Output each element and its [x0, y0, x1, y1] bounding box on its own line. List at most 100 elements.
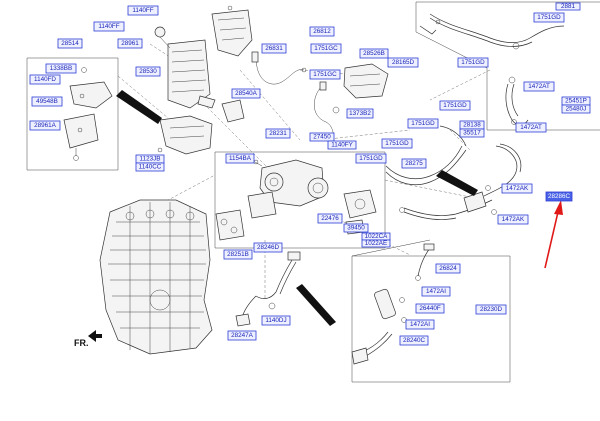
svg-text:28230D: 28230D: [480, 306, 503, 313]
svg-text:26440F: 26440F: [419, 305, 441, 312]
part-label-1472ak[interactable]: 1472AK: [501, 183, 533, 194]
part-label-1140cc[interactable]: 1140CC: [135, 162, 165, 172]
part-label-28961a[interactable]: 28961A: [29, 120, 61, 131]
part-label-1140fd[interactable]: 1140FD: [29, 74, 61, 85]
svg-text:1751GC: 1751GC: [313, 71, 337, 78]
part-label-28514[interactable]: 28514: [57, 38, 83, 49]
svg-text:1751GD: 1751GD: [411, 120, 435, 127]
part-label-28246d[interactable]: 28246D: [253, 242, 283, 253]
svg-text:1373B2: 1373B2: [349, 110, 371, 117]
part-label-35517[interactable]: 35517: [459, 128, 485, 138]
part-label-1751gc[interactable]: 1751GC: [309, 69, 341, 80]
svg-text:28526B: 28526B: [363, 50, 385, 57]
part-label-25480j[interactable]: 25480J: [561, 104, 591, 114]
part-label-1472ai[interactable]: 1472AI: [421, 286, 451, 297]
part-label-1751gd[interactable]: 1751GD: [533, 12, 565, 23]
part-label-26824[interactable]: 26824: [435, 263, 461, 274]
svg-text:1140CC: 1140CC: [139, 164, 162, 171]
part-label-1154ba[interactable]: 1154BA: [225, 153, 255, 164]
part-label-1751gd[interactable]: 1751GD: [457, 57, 489, 68]
part-label-1140fy[interactable]: 1140FY: [327, 140, 357, 150]
part-label-26812[interactable]: 26812: [309, 26, 335, 37]
svg-text:1751GD: 1751GD: [537, 14, 561, 21]
part-label-selected[interactable]: 28286C: [545, 191, 573, 202]
svg-text:49548B: 49548B: [36, 98, 58, 105]
svg-text:28246D: 28246D: [257, 244, 280, 251]
part-label-1338bb[interactable]: 1338BB: [45, 63, 77, 74]
part-label-39450[interactable]: 39450: [343, 223, 369, 233]
svg-text:28540A: 28540A: [235, 90, 258, 97]
part-label-26831[interactable]: 26831: [261, 43, 287, 54]
svg-text:1140FY: 1140FY: [331, 142, 353, 149]
part-label-22476[interactable]: 22476: [317, 213, 343, 224]
turbocharger: [247, 157, 377, 219]
svg-text:2881: 2881: [561, 3, 576, 10]
svg-text:28138: 28138: [463, 122, 481, 129]
part-label-1140dj[interactable]: 1140DJ: [261, 315, 291, 326]
svg-text:25480J: 25480J: [566, 106, 587, 113]
part-label-1373b2[interactable]: 1373B2: [346, 108, 374, 119]
coolant-pipes: [419, 13, 565, 126]
svg-text:26824: 26824: [439, 265, 457, 272]
front-direction-marker: FR.: [74, 330, 102, 348]
svg-text:26831: 26831: [265, 45, 283, 52]
svg-text:1751GD: 1751GD: [461, 59, 485, 66]
part-label-28530[interactable]: 28530: [135, 66, 161, 77]
part-labels: 1140FF 1140FF 28514 28961 28530 1338BB 1…: [29, 2, 591, 346]
svg-text:1472AI: 1472AI: [426, 288, 446, 295]
svg-text:26812: 26812: [313, 28, 331, 35]
part-label-27450[interactable]: 27450: [309, 132, 335, 142]
svg-text:28251B: 28251B: [227, 251, 249, 258]
part-label-28165d[interactable]: 28165D: [387, 57, 419, 68]
svg-text:27450: 27450: [313, 134, 331, 141]
part-label-28251b[interactable]: 28251B: [223, 249, 253, 260]
svg-text:22476: 22476: [321, 215, 339, 222]
part-label-25451p[interactable]: 25451P: [561, 96, 591, 106]
red-highlight-arrow: [544, 200, 563, 269]
fr-label: FR.: [74, 338, 89, 348]
svg-text:1751GC: 1751GC: [314, 45, 338, 52]
svg-text:28961: 28961: [121, 40, 139, 47]
part-label-49548b[interactable]: 49548B: [31, 96, 63, 107]
part-label-1140ff[interactable]: 1140FF: [127, 5, 159, 16]
part-label-1751gd[interactable]: 1751GD: [381, 138, 413, 149]
part-label-1123jb[interactable]: 1123JB: [135, 154, 165, 164]
part-label-28275[interactable]: 28275: [401, 158, 427, 169]
black-pointer-arrows: [116, 90, 478, 326]
svg-text:28165D: 28165D: [392, 59, 415, 66]
part-label-1751gd[interactable]: 1751GD: [439, 100, 471, 111]
oil-return-parts: [351, 243, 435, 365]
svg-text:1022CA: 1022CA: [365, 233, 389, 240]
svg-text:1022AE: 1022AE: [365, 240, 387, 247]
svg-text:28231: 28231: [269, 130, 287, 137]
engine-block: [99, 199, 213, 355]
part-label-1751gc[interactable]: 1751GC: [310, 43, 342, 54]
part-label-1140ff[interactable]: 1140FF: [93, 21, 125, 32]
part-label-28540a[interactable]: 28540A: [231, 88, 261, 99]
svg-text:1751GD: 1751GD: [385, 140, 409, 147]
part-label-28526b[interactable]: 28526B: [359, 48, 389, 59]
svg-text:1154BA: 1154BA: [229, 155, 252, 162]
svg-text:35517: 35517: [463, 130, 481, 137]
svg-text:1140FD: 1140FD: [34, 76, 56, 83]
part-label-1472at[interactable]: 1472AT: [515, 122, 547, 133]
part-label-28231[interactable]: 28231: [265, 128, 291, 139]
part-label-2881[interactable]: 2881: [555, 2, 581, 11]
part-label-1472ai[interactable]: 1472AI: [405, 319, 435, 330]
svg-text:1472AT: 1472AT: [528, 83, 550, 90]
part-label-28240c[interactable]: 28240C: [399, 335, 429, 346]
part-label-1751gd[interactable]: 1751GD: [407, 118, 439, 129]
part-label-1751gd[interactable]: 1751GD: [355, 153, 387, 164]
part-label-28138[interactable]: 28138: [459, 120, 485, 130]
manifold-shield: [343, 63, 389, 99]
part-label-1022ca[interactable]: 1022CA: [361, 232, 391, 241]
part-label-1022ae[interactable]: 1022AE: [361, 239, 391, 248]
svg-text:1123JB: 1123JB: [140, 156, 161, 163]
part-label-28247a[interactable]: 28247A: [227, 330, 257, 341]
part-label-26440f[interactable]: 26440F: [415, 303, 445, 314]
part-label-28230d[interactable]: 28230D: [475, 304, 507, 315]
left-brackets: [63, 67, 113, 161]
part-label-1472at[interactable]: 1472AT: [523, 81, 555, 92]
part-label-1472ak[interactable]: 1472AK: [497, 214, 529, 225]
part-label-28961[interactable]: 28961: [117, 38, 143, 49]
